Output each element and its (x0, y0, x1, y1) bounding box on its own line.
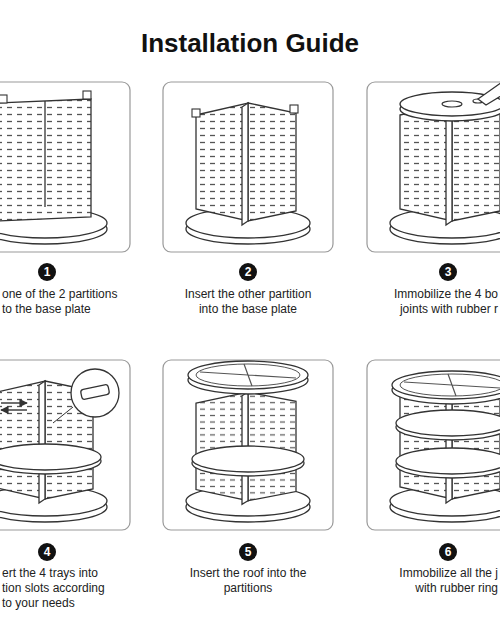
step-panel (0, 360, 130, 530)
pressing-tool (478, 75, 500, 105)
step-panel (367, 360, 500, 530)
detail-callout (71, 369, 119, 417)
step-number-text: 3 (445, 265, 452, 279)
hub (442, 101, 462, 107)
roof (392, 371, 500, 404)
step-caption: Immobilize the 4 bo joints with rubber r (383, 287, 498, 317)
step-number-text: 2 (245, 265, 252, 279)
step-caption: Immobilize all the j with rubber ring (388, 566, 498, 596)
insert-arrow (1, 402, 27, 403)
tray (396, 410, 500, 440)
step-number: 6 (439, 543, 457, 561)
roof (188, 361, 308, 394)
partition-tab (290, 105, 298, 113)
panel-frame (163, 360, 333, 530)
panel-frame (367, 82, 500, 252)
step-number: 4 (38, 543, 56, 561)
step-number: 1 (38, 263, 56, 281)
insert-arrow (1, 409, 27, 410)
step-panel (163, 82, 333, 252)
step-number: 2 (239, 263, 257, 281)
title: Installation Guide (0, 28, 500, 59)
step-number-text: 1 (44, 265, 51, 279)
partition (0, 99, 91, 221)
tray (0, 444, 101, 474)
panel-frame (367, 360, 500, 530)
tray (192, 446, 304, 476)
tray (396, 448, 500, 478)
step-number: 3 (439, 263, 457, 281)
step-number-text: 5 (245, 545, 252, 559)
panel-frame (0, 360, 130, 530)
partition-tab (83, 91, 91, 99)
step-caption: Insert the roof into the partitions (178, 566, 318, 596)
step-panel (367, 75, 500, 252)
partition-tab (0, 95, 7, 103)
panel-frame (163, 82, 333, 252)
partition-tab (192, 109, 200, 117)
partition-slit (44, 101, 45, 207)
partitions (196, 103, 296, 225)
panel-frame (0, 82, 130, 252)
step-panel (163, 360, 333, 530)
step-number-text: 4 (44, 545, 51, 559)
step-caption: ert the 4 trays into tion slots accordin… (2, 566, 110, 611)
step-panel (0, 82, 130, 252)
tray-slot-detail (80, 384, 109, 400)
step-number: 5 (239, 543, 257, 561)
leader-line (53, 407, 73, 423)
step-caption: Insert the other partition into the base… (181, 287, 316, 317)
step-number-text: 6 (445, 545, 452, 559)
step-caption: one of the 2 partitions to the base plat… (2, 287, 122, 317)
